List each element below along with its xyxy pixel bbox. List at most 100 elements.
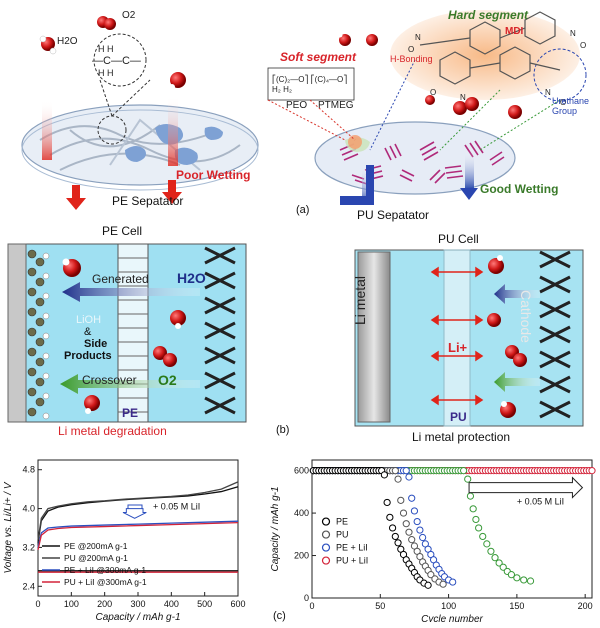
water-molecule-icon	[39, 35, 57, 55]
data-point	[419, 533, 427, 542]
arrow-left-icon	[494, 284, 540, 304]
panel-a-illustration: H H —C—C— H H	[21, 10, 587, 210]
data-point	[413, 517, 421, 526]
products-label: Products	[64, 350, 112, 362]
blue-arrow-icon	[340, 165, 374, 205]
annotation-label: + 0.05 M LiI	[517, 497, 564, 507]
li-metal-label: Li metal	[352, 275, 368, 325]
protection-label: Li metal protection	[412, 430, 511, 444]
arrow-left-icon	[494, 372, 540, 392]
data-point	[520, 576, 528, 584]
arrow-left-icon	[62, 282, 200, 302]
data-point	[386, 513, 394, 521]
x-tick-label: 200	[578, 601, 593, 611]
svg-text:H₂ H₂: H₂ H₂	[272, 85, 292, 94]
data-point	[383, 498, 391, 507]
x-tick-label: 400	[164, 599, 179, 609]
data-point	[410, 507, 419, 515]
data-point	[402, 467, 410, 475]
x-tick-label: 300	[130, 599, 145, 609]
data-point	[513, 574, 521, 582]
generated-label: Generated	[92, 272, 149, 286]
data-point	[408, 494, 416, 502]
x-tick-label: 200	[97, 599, 112, 609]
legend-label: PU + LiI @300mA g-1	[64, 577, 147, 587]
pe-cell	[7, 243, 247, 423]
data-point	[479, 532, 487, 541]
y-axis-label: Capacity / mAh g-1	[270, 486, 281, 571]
data-point	[499, 563, 507, 571]
y-tick-label: 4.0	[22, 504, 35, 514]
data-point	[588, 467, 596, 475]
data-point	[491, 554, 499, 562]
y-tick-label: 2.4	[22, 581, 35, 591]
mdi-label: MDI	[505, 26, 524, 37]
panel-a-label: (a)	[296, 204, 310, 216]
ampersand-label: &	[84, 326, 92, 338]
legend-marker	[321, 517, 331, 526]
legend-label: PU @200mA g-1	[64, 553, 128, 563]
legend-marker	[321, 530, 331, 539]
y-tick-label: 0	[304, 593, 309, 603]
data-point	[487, 547, 495, 555]
legend-label: PU	[336, 530, 349, 540]
h2o-label: H2O	[57, 36, 78, 47]
data-point	[391, 467, 399, 475]
legend-marker	[321, 543, 331, 552]
data-point	[394, 539, 402, 547]
svg-text:H H: H H	[98, 68, 114, 78]
data-point	[416, 526, 424, 534]
pe-separator-label: PE Sepatator	[112, 194, 184, 208]
x-tick-label: 500	[197, 599, 212, 609]
x-axis-label: Capacity / mAh g-1	[95, 612, 180, 622]
svg-text:O: O	[560, 98, 566, 107]
o2-label: O2	[122, 10, 136, 21]
data-point	[427, 571, 435, 579]
data-point	[472, 515, 480, 524]
data-point	[380, 471, 388, 479]
pu-cell	[354, 249, 584, 427]
svg-text:N: N	[415, 33, 421, 42]
svg-text:N: N	[460, 93, 466, 102]
down-arrow-icon	[122, 508, 147, 519]
down-arrow-icon	[66, 185, 86, 210]
crossover-label: Crossover	[82, 373, 137, 387]
series-line	[37, 481, 239, 541]
data-point	[408, 536, 416, 544]
x-tick-label: 100	[64, 599, 79, 609]
data-point	[464, 475, 472, 483]
o2-pe-label: O2	[158, 372, 177, 388]
svg-text:⎡(C)₂—O⎤ ⎡(C)₄—O⎤: ⎡(C)₂—O⎤ ⎡(C)₄—O⎤	[272, 74, 347, 85]
legend-label: PE + LiI @300mA g-1	[64, 565, 146, 575]
good-wetting-label: Good Wetting	[480, 182, 559, 196]
li-plus-label: Li+	[448, 340, 468, 355]
data-point	[424, 581, 432, 589]
pu-separator-label: PU Sepatator	[357, 208, 430, 222]
panel-c-label: (c)	[273, 610, 286, 622]
svg-text:H H: H H	[98, 44, 114, 54]
y-axis-label: Voltage vs. Li/Li+ / V	[3, 481, 14, 573]
x-tick-label: 600	[230, 599, 245, 609]
data-point	[405, 473, 413, 481]
oxygen-molecule-icon	[97, 16, 116, 30]
x-axis-label: Cycle number	[421, 614, 483, 622]
data-point	[466, 492, 475, 500]
legend-label: PE + LiI	[336, 543, 368, 553]
svg-text:—C—C—: —C—C—	[92, 55, 141, 67]
arrow-left-icon	[60, 374, 200, 394]
data-point	[439, 580, 447, 588]
data-point	[483, 540, 491, 548]
urethane-group-label: Urethane Group	[552, 96, 590, 116]
h2o-pe-label: H2O	[177, 270, 206, 286]
y-tick-label: 4.8	[22, 465, 35, 475]
svg-text:N: N	[570, 29, 576, 38]
pe-cell-title: PE Cell	[102, 224, 143, 238]
degradation-label: Li metal degradation	[58, 424, 167, 438]
data-point	[405, 528, 413, 536]
data-point	[397, 496, 405, 504]
y-tick-label: 3.2	[22, 542, 35, 552]
h-bonding-label: H-Bonding	[390, 54, 433, 64]
data-point	[469, 505, 477, 513]
